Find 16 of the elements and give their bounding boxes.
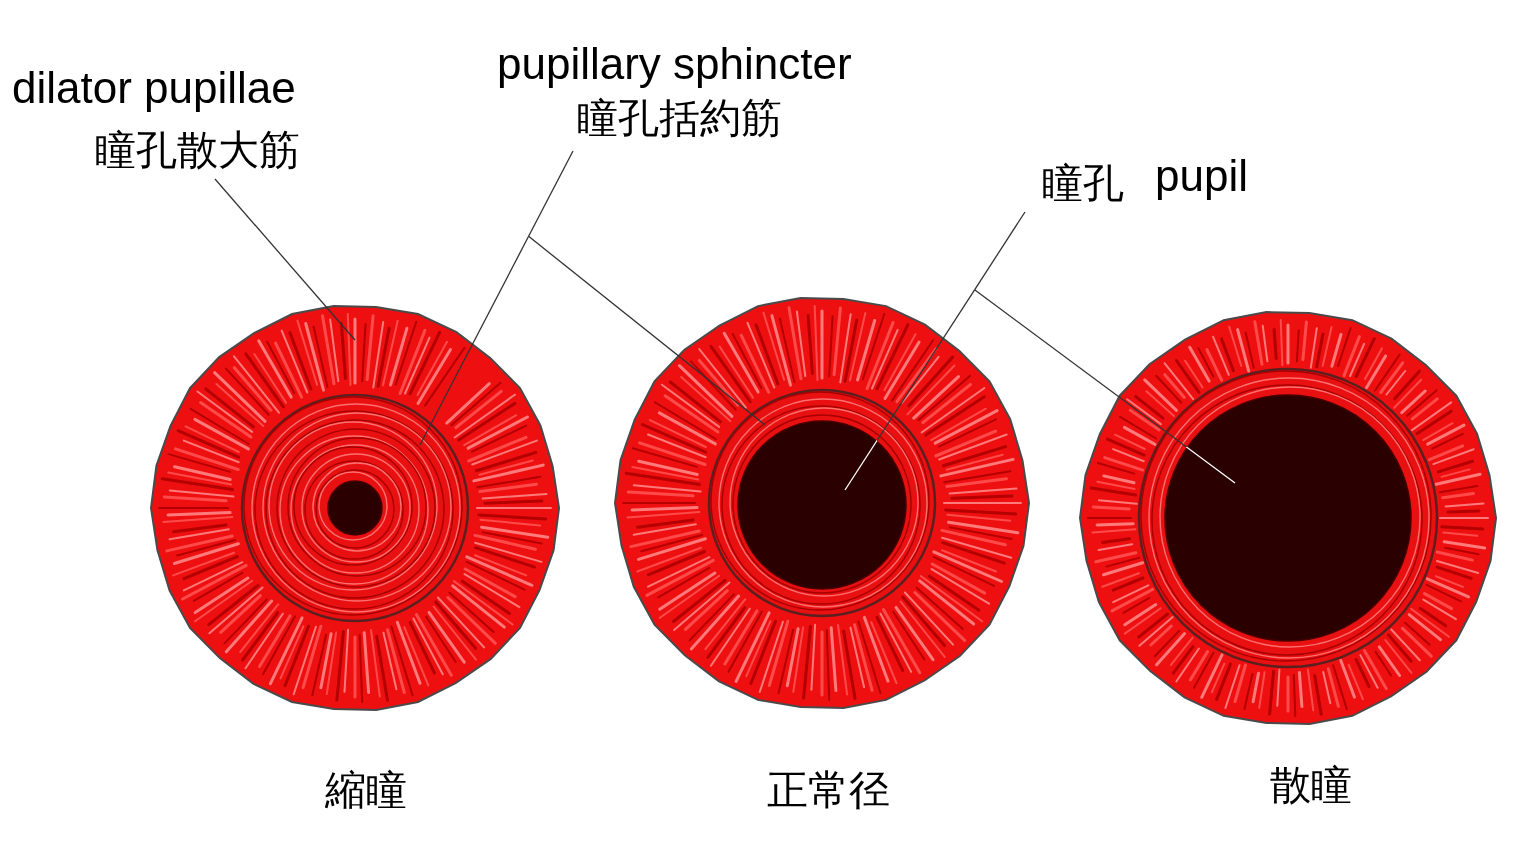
pupil-label: 瞳孔 [1042,163,1124,204]
leader-line [973,289,1236,484]
caption: 正常径 [766,770,890,811]
leader-line [844,289,976,491]
caption: 縮瞳 [325,770,407,811]
leader-line [527,150,574,237]
muscle-label: 瞳孔散大筋 [95,130,300,171]
muscle-label: dilator pupillae [12,66,296,110]
muscle-label: 瞳孔括約筋 [577,98,782,139]
leader-line [214,178,356,341]
leader-line [419,235,530,446]
leader-line [527,235,766,426]
caption: 散瞳 [1270,765,1352,806]
muscle-label: pupillary sphincter [497,42,852,86]
leader-line [973,211,1026,291]
pupil-label: pupil [1155,154,1248,198]
